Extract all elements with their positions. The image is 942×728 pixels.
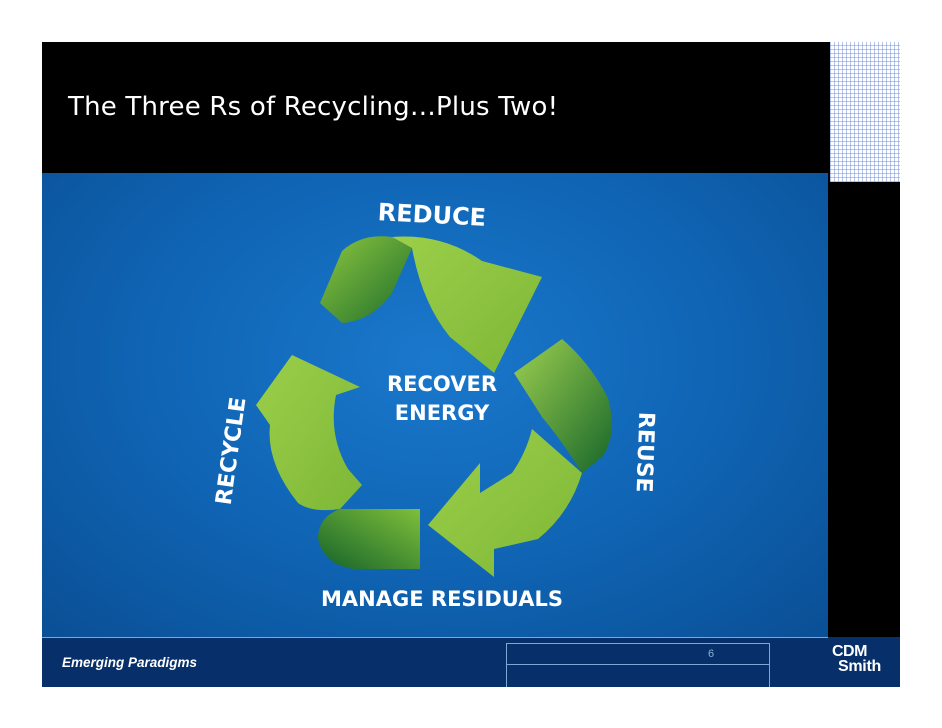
slide-content: REDUCE RECOVER ENERGY REUSE RECYCLE MANA… <box>42 173 828 637</box>
label-recycle: RECYCLE <box>212 396 252 507</box>
cdm-smith-logo: CDM Smith <box>832 640 898 686</box>
recycling-diagram: REDUCE RECOVER ENERGY REUSE RECYCLE MANA… <box>212 198 659 611</box>
slide-header: The Three Rs of Recycling…Plus Two! <box>42 42 828 173</box>
label-manage-residuals: MANAGE RESIDUALS <box>321 587 563 611</box>
label-reuse: REUSE <box>631 411 659 493</box>
arrow-segment-top-dark <box>320 236 412 323</box>
arrow-segment-top-light <box>392 236 542 373</box>
label-recover-line1: RECOVER <box>387 372 497 396</box>
slide: The Three Rs of Recycling…Plus Two! <box>42 42 900 687</box>
arrow-segment-right-dark <box>514 339 612 473</box>
logo-line2: Smith <box>838 658 881 675</box>
page-number: 6 <box>708 648 715 660</box>
grid-pattern-decoration <box>830 42 900 182</box>
slide-footer <box>42 637 900 687</box>
page-number-box <box>506 643 770 687</box>
arrow-segment-bottom-right-light <box>428 429 582 577</box>
label-reduce: REDUCE <box>377 198 487 232</box>
right-sidebar-bar <box>830 182 900 687</box>
recycling-symbol-icon <box>256 236 612 577</box>
slide-title: The Three Rs of Recycling…Plus Two! <box>68 92 559 122</box>
arrow-segment-bottom-dark <box>318 509 420 569</box>
label-recover-line2: ENERGY <box>395 401 490 425</box>
logo-line1: CDM <box>832 643 867 660</box>
footer-divider <box>42 637 828 638</box>
footer-text: Emerging Paradigms <box>62 655 198 670</box>
arrow-segment-left-light <box>256 355 362 511</box>
